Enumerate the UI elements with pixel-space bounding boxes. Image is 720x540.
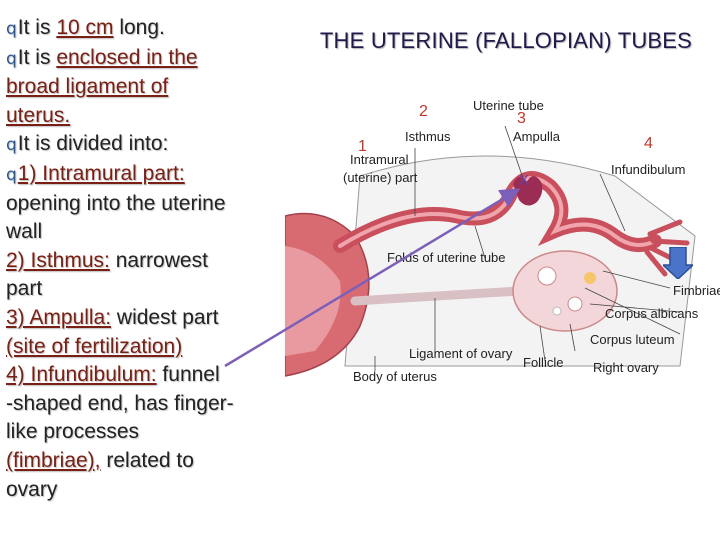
bullet-icon: q	[6, 49, 17, 69]
svg-text:Corpus luteum: Corpus luteum	[590, 332, 675, 347]
svg-text:Body of uterus: Body of uterus	[353, 369, 437, 384]
svg-text:Intramural: Intramural	[350, 152, 409, 167]
bullet-enclosed: qIt is enclosed in the	[6, 44, 281, 74]
fimbriae-text: (fimbriae), related to	[6, 447, 281, 476]
right-ovary	[513, 251, 617, 331]
bullet-length: qIt is 10 cm long.	[6, 14, 281, 44]
follicle	[568, 297, 582, 311]
follicle	[538, 267, 556, 285]
slide-title: THE UTERINE (FALLOPIAN) TUBES	[296, 28, 716, 54]
bullet-icon: q	[6, 135, 17, 155]
svg-text:Right ovary: Right ovary	[593, 360, 659, 375]
svg-text:Fimbriae: Fimbriae	[673, 283, 720, 298]
label-number-2: 2	[419, 103, 428, 120]
anatomy-illustration: 2 3 4 1 X Uterine tube Isthmus Ampulla I…	[285, 66, 720, 396]
svg-text:(uterine) part: (uterine) part	[343, 170, 418, 185]
down-arrow-icon	[663, 247, 693, 284]
svg-text:Ampulla: Ampulla	[513, 129, 561, 144]
label-number-4: 4	[644, 135, 653, 152]
svg-text:Follicle: Follicle	[523, 355, 563, 370]
item-isthmus: 2) Isthmus: narrowest	[6, 247, 281, 276]
bullet-intramural: q1) Intramural part:	[6, 160, 281, 190]
description-text: qIt is 10 cm long. qIt is enclosed in th…	[6, 14, 281, 504]
corpus-luteum	[584, 272, 596, 284]
bullet-divided: qIt is divided into:	[6, 130, 281, 160]
uterine-tube-diagram: 2 3 4 1 X Uterine tube Isthmus Ampulla I…	[285, 66, 720, 396]
bullet-icon: q	[6, 165, 17, 185]
svg-text:Uterine tube: Uterine tube	[473, 98, 544, 113]
item-ampulla: 3) Ampulla: widest part	[6, 304, 281, 333]
length-value: 10 cm	[56, 16, 113, 39]
fertilization-site: (site of fertilization)	[6, 333, 281, 362]
svg-text:Isthmus: Isthmus	[405, 129, 451, 144]
item-infundibulum: 4) Infundibulum: funnel	[6, 361, 281, 390]
corpus-albicans	[553, 307, 561, 315]
svg-text:Infundibulum: Infundibulum	[611, 162, 685, 177]
svg-text:Folds of uterine tube: Folds of uterine tube	[387, 250, 506, 265]
svg-text:Corpus albicans: Corpus albicans	[605, 306, 699, 321]
fertilization-x-mark: X	[519, 172, 529, 189]
bullet-icon: q	[6, 19, 17, 39]
svg-text:Ligament of ovary: Ligament of ovary	[409, 346, 513, 361]
